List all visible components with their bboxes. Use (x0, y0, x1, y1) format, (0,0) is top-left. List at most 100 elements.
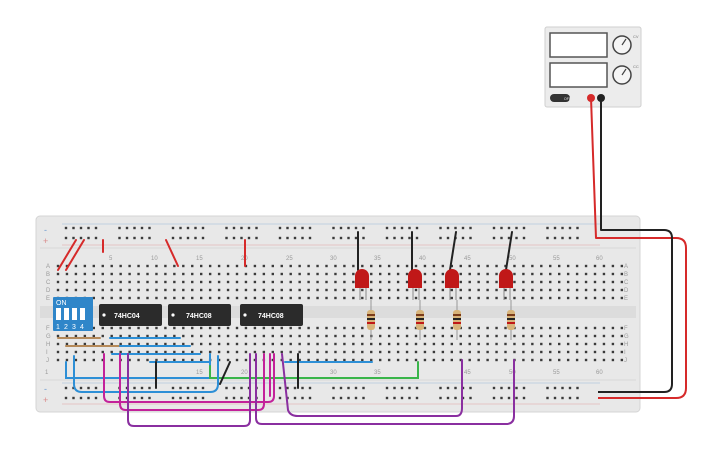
breadboard-hole[interactable] (477, 350, 480, 354)
breadboard-hole[interactable] (522, 296, 525, 300)
breadboard-hole[interactable] (83, 358, 87, 362)
breadboard-hole[interactable] (94, 396, 98, 400)
breadboard-hole[interactable] (128, 296, 131, 300)
breadboard-hole[interactable] (602, 296, 606, 300)
breadboard-hole[interactable] (289, 272, 292, 276)
breadboard-hole[interactable] (414, 326, 418, 330)
breadboard-hole[interactable] (316, 326, 319, 330)
breadboard-hole[interactable] (432, 288, 436, 292)
breadboard-hole[interactable] (477, 358, 480, 362)
breadboard-hole[interactable] (354, 236, 358, 240)
breadboard-hole[interactable] (244, 350, 248, 354)
breadboard-hole[interactable] (278, 386, 282, 390)
breadboard-hole[interactable] (278, 236, 282, 240)
breadboard-hole[interactable] (396, 326, 400, 330)
breadboard-hole[interactable] (262, 272, 266, 276)
breadboard-hole[interactable] (74, 280, 78, 284)
breadboard-hole[interactable] (602, 358, 606, 362)
breadboard-hole[interactable] (72, 386, 75, 390)
breadboard-hole[interactable] (558, 326, 561, 330)
breadboard-hole[interactable] (379, 288, 382, 292)
breadboard-hole[interactable] (226, 280, 230, 284)
red-jumper[interactable] (65, 239, 85, 271)
breadboard-hole[interactable] (515, 236, 518, 240)
breadboard-hole[interactable] (171, 226, 175, 230)
red-jumper[interactable] (165, 239, 179, 267)
breadboard-hole[interactable] (289, 296, 292, 300)
breadboard-hole[interactable] (191, 326, 194, 330)
breadboard-hole[interactable] (173, 272, 176, 276)
breadboard-hole[interactable] (155, 334, 158, 338)
breadboard-hole[interactable] (454, 226, 457, 230)
breadboard-hole[interactable] (339, 236, 343, 240)
breadboard-hole[interactable] (101, 358, 104, 362)
breadboard-hole[interactable] (446, 386, 450, 390)
breadboard-hole[interactable] (148, 386, 151, 390)
breadboard-hole[interactable] (575, 264, 579, 268)
breadboard-hole[interactable] (332, 396, 335, 400)
magenta-wire[interactable] (103, 353, 275, 403)
breadboard-hole[interactable] (566, 326, 570, 330)
breadboard-hole[interactable] (137, 288, 140, 292)
breadboard-hole[interactable] (56, 288, 60, 292)
breadboard-hole[interactable] (593, 272, 597, 276)
breadboard-hole[interactable] (469, 226, 472, 230)
breadboard-hole[interactable] (280, 326, 283, 330)
breadboard-hole[interactable] (325, 326, 328, 330)
breadboard-hole[interactable] (128, 334, 131, 338)
dip-toggle-2[interactable] (64, 308, 69, 320)
breadboard-hole[interactable] (469, 396, 472, 400)
breadboard-hole[interactable] (477, 334, 480, 338)
breadboard-hole[interactable] (415, 396, 419, 400)
breadboard-hole[interactable] (561, 236, 564, 240)
breadboard-hole[interactable] (439, 396, 442, 400)
breadboard-hole[interactable] (92, 334, 95, 338)
breadboard-hole[interactable] (164, 350, 167, 354)
breadboard-hole[interactable] (522, 272, 525, 276)
breadboard-hole[interactable] (522, 342, 525, 346)
breadboard-hole[interactable] (379, 272, 382, 276)
breadboard-hole[interactable] (566, 334, 570, 338)
breadboard-hole[interactable] (92, 350, 95, 354)
breadboard-hole[interactable] (620, 264, 624, 268)
breadboard-hole[interactable] (441, 350, 445, 354)
breadboard-hole[interactable] (362, 386, 365, 390)
breadboard-hole[interactable] (343, 296, 346, 300)
breadboard-hole[interactable] (164, 358, 167, 362)
breadboard-hole[interactable] (253, 264, 257, 268)
breadboard-hole[interactable] (182, 272, 185, 276)
breadboard-hole[interactable] (379, 334, 382, 338)
breadboard-hole[interactable] (255, 226, 258, 230)
breadboard-hole[interactable] (128, 326, 131, 330)
breadboard-hole[interactable] (504, 334, 507, 338)
breadboard-hole[interactable] (101, 288, 104, 292)
breadboard-hole[interactable] (486, 334, 489, 338)
breadboard-hole[interactable] (155, 264, 158, 268)
breadboard-hole[interactable] (334, 334, 337, 338)
breadboard-hole[interactable] (83, 264, 87, 268)
breadboard-hole[interactable] (325, 296, 328, 300)
breadboard-hole[interactable] (200, 342, 203, 346)
breadboard-hole[interactable] (140, 236, 144, 240)
breadboard-hole[interactable] (575, 350, 579, 354)
breadboard-hole[interactable] (334, 296, 337, 300)
breadboard-hole[interactable] (155, 326, 158, 330)
breadboard-hole[interactable] (191, 350, 194, 354)
led-body[interactable] (445, 269, 459, 288)
breadboard-hole[interactable] (226, 350, 230, 354)
breadboard-hole[interactable] (446, 396, 450, 400)
breadboard-hole[interactable] (74, 358, 78, 362)
breadboard-hole[interactable] (504, 264, 507, 268)
breadboard-hole[interactable] (155, 280, 158, 284)
breadboard-hole[interactable] (56, 342, 60, 346)
chip-74hc08-1[interactable]: 74HC08 (168, 304, 231, 326)
breadboard-hole[interactable] (513, 296, 516, 300)
breadboard-hole[interactable] (558, 272, 561, 276)
breadboard-hole[interactable] (414, 296, 418, 300)
breadboard-hole[interactable] (492, 226, 496, 230)
breadboard-hole[interactable] (146, 264, 149, 268)
breadboard-hole[interactable] (308, 396, 312, 400)
breadboard-hole[interactable] (347, 236, 350, 240)
breadboard-hole[interactable] (414, 350, 418, 354)
breadboard-hole[interactable] (293, 396, 297, 400)
